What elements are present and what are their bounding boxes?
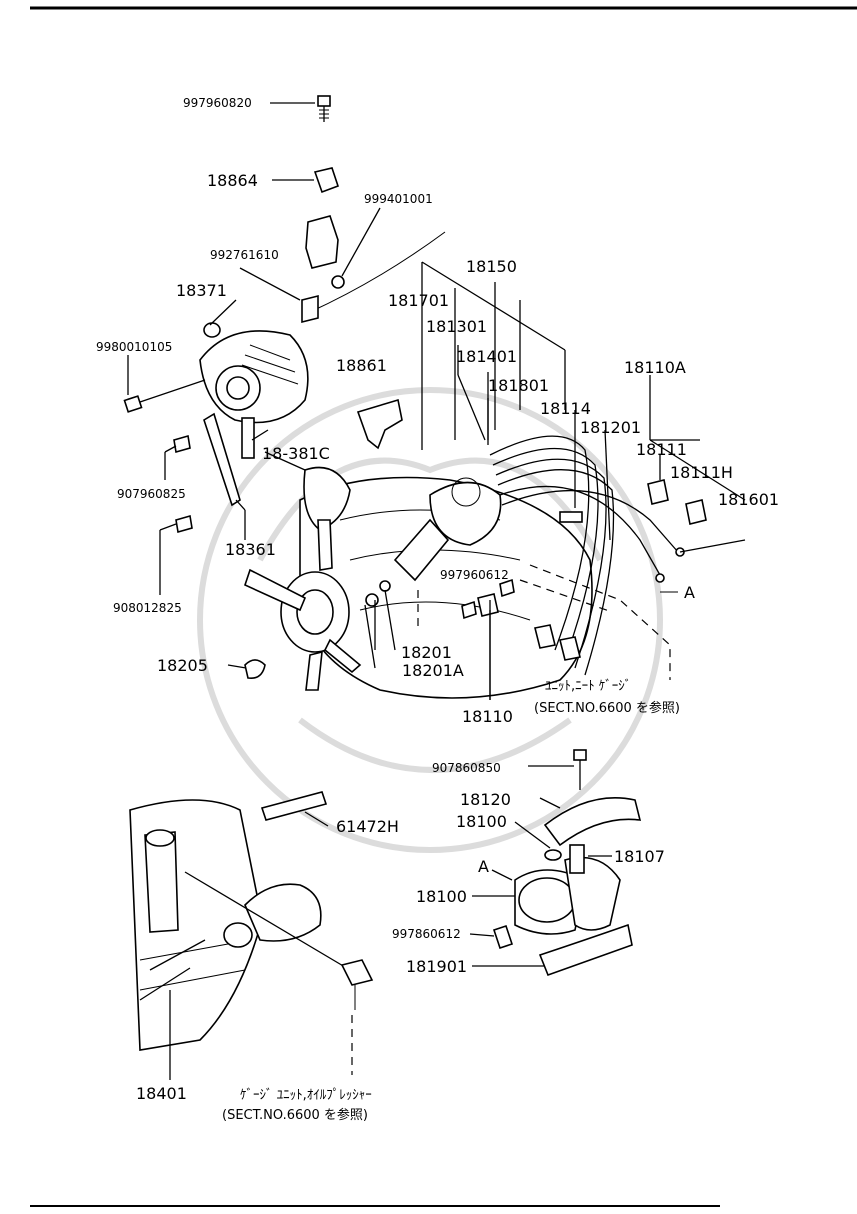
label-907860850: 907860850 [432,761,501,775]
leader-lines [127,102,746,1080]
plug-boot-part [559,636,581,661]
label-181801: 181801 [488,376,549,395]
label-999401001: 999401001 [364,192,433,206]
long-bolt-part [123,379,206,413]
clip-part [301,294,319,324]
ignition-coil-part [514,844,621,935]
label-997860612: 997860612 [392,927,461,941]
label-18864: 18864 [207,171,258,190]
bolt-907960825-part [173,434,191,454]
note-temp-gauge-line2: (SECT.NO.6600 を参照) [534,700,680,716]
label-ref-a-lower: A [478,857,489,876]
label-997960612: 997960612 [440,568,509,582]
label-907960825: 907960825 [117,487,186,501]
label-181301: 181301 [426,317,487,336]
bolt-907860850-part [573,749,587,790]
part-labels: 997960820 18864 999401001 992761610 1815… [96,96,779,1103]
bushing-part [203,322,221,338]
engine-block-part [299,476,593,699]
label-18107: 18107 [614,847,665,866]
label-181201: 181201 [580,418,641,437]
label-181401: 181401 [456,347,517,366]
label-18111: 18111 [636,440,687,459]
bolt-908012825-part [175,514,193,534]
coil-bracket-part [543,797,642,847]
label-992761610: 992761610 [210,248,279,262]
label-61472H: 61472H [336,817,399,836]
label-18110: 18110 [462,707,513,726]
bracket-part [313,167,340,194]
note-temp-gauge-line1: ﾕﾆｯﾄ,ﾆｰﾄ ｹﾞｰｼﾞ [545,679,631,694]
spark-plug-part [461,600,477,620]
note-oil-pressure-line2: (SECT.NO.6600 を参照) [222,1107,368,1123]
plug-boot-part [534,624,556,649]
mount-bracket-part [305,215,339,269]
reference-lines [351,564,671,1075]
reference-notes: ﾕﾆｯﾄ,ﾆｰﾄ ｹﾞｰｼﾞ (SECT.NO.6600 を参照) ｹﾞｰｼﾞ … [222,679,680,1123]
label-997960820: 997960820 [183,96,252,110]
label-18361: 18361 [225,540,276,559]
spark-plug-part [499,578,515,598]
adjust-bar-part [203,412,241,507]
alternator-part [199,330,309,424]
label-181901: 181901 [406,957,467,976]
bolt-lower-part [139,967,191,1001]
washer-part [379,580,391,592]
washer-part [365,593,379,607]
plug-wires-part [489,435,685,676]
label-18205: 18205 [157,656,208,675]
label-18-381C: 18-381C [262,444,330,463]
label-181601: 181601 [718,490,779,509]
clip-18111H-part [685,499,707,525]
label-18100-lower: 18100 [416,887,467,906]
label-18201: 18201 [401,643,452,662]
label-ref-a-upper: A [684,583,695,602]
label-18111H: 18111H [670,463,733,482]
label-181701: 181701 [388,291,449,310]
label-18114: 18114 [540,399,591,418]
oil-pressure-sensor-part [340,959,374,1010]
rod-part [184,871,351,971]
coil-mount-part [538,923,633,977]
bolt-part [317,95,331,122]
cable-part [309,231,446,313]
note-oil-pressure-line1: ｹﾞｰｼﾞ ﾕﾆｯﾄ,ｵｲﾙﾌﾟﾚｯｼｬｰ [240,1088,372,1103]
label-18861: 18861 [336,356,387,375]
spark-plug-part [477,593,499,617]
adjuster-strip-part [241,417,255,459]
distributor-part [393,477,502,582]
label-18150: 18150 [466,257,517,276]
bolt-997860612-part [492,924,514,950]
nut-part [331,275,345,289]
starter-part [223,883,322,948]
fan-part [244,466,362,691]
bracket-61472H-part [260,791,328,821]
label-18110A: 18110A [624,358,686,377]
label-18201A: 18201A [402,661,464,680]
bolt-lower-part [149,939,206,971]
clamp-part [244,659,266,680]
label-9980010105: 9980010105 [96,340,172,354]
label-908012825: 908012825 [113,601,182,615]
label-18401: 18401 [136,1084,187,1103]
bracket-18861-part [356,398,403,450]
label-18371: 18371 [176,281,227,300]
clip-18111-part [647,479,669,505]
label-18100-upper: 18100 [456,812,507,831]
label-18120: 18120 [460,790,511,809]
